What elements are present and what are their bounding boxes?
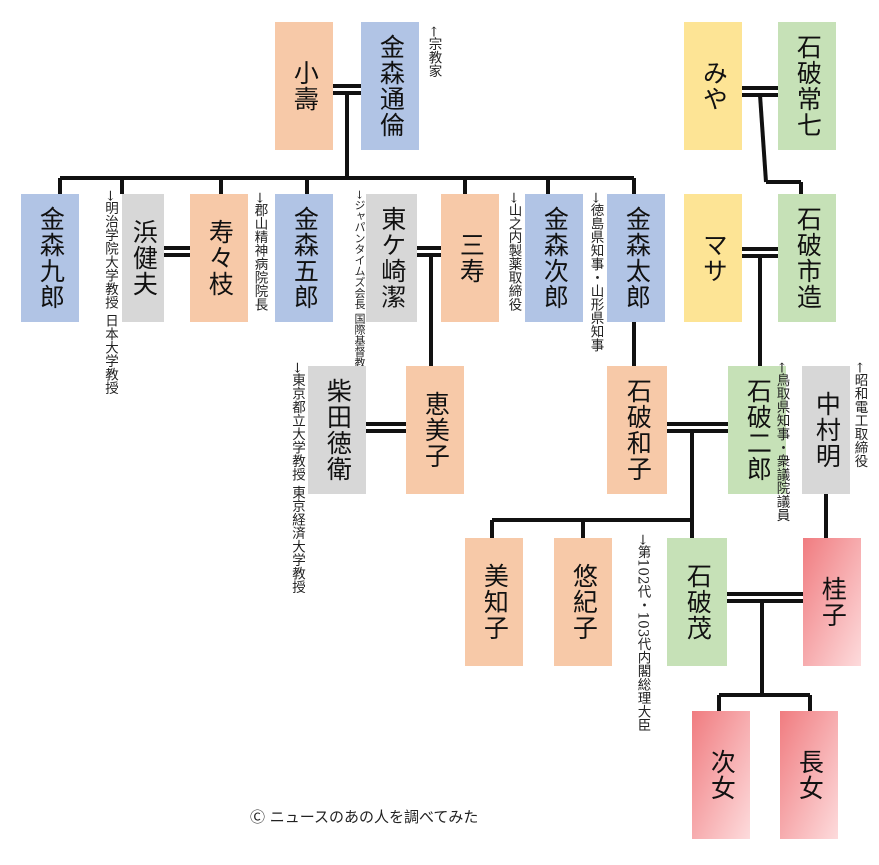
person-kotobuki: 小壽	[275, 22, 333, 150]
note-shibata: →東京都立大学教授 東京経済大学教授	[258, 362, 305, 594]
person-ishiba-ichizo: 石破市造	[778, 194, 836, 322]
note-nakamura: ←昭和電工取締役	[851, 362, 868, 468]
note-jiro-kanamori: →山之内製薬取締役	[505, 192, 522, 312]
note-hama-2: 日本大学教授	[102, 313, 118, 395]
person-ishiba-jiro: 石破二郎	[728, 366, 786, 494]
person-jujueda: 寿々枝	[190, 194, 248, 322]
note-shigeru: →第102代・103代内閣総理大臣	[634, 534, 651, 732]
person-mikotobuki: 三寿	[441, 194, 499, 322]
person-jijo: 次女	[692, 711, 750, 839]
person-kanamori-goro: 金森五郎	[275, 194, 333, 322]
note-taro-kanamori: →徳島県知事・山形県知事	[587, 192, 604, 352]
copyright-footer: Ⓒ ニュースのあの人を調べてみた	[250, 808, 479, 826]
person-ishiba-shigeru: 石破茂	[667, 538, 727, 666]
person-keiko: 桂子	[803, 538, 861, 666]
person-michiko: 美知子	[465, 538, 523, 666]
person-kanamori-kuro: 金森九郎	[21, 194, 79, 322]
note-shibata-1: →東京都立大学教授	[289, 362, 305, 482]
note-hama: →明治学院大学教授 日本大学教授	[83, 190, 118, 395]
person-emiko: 恵美子	[406, 366, 464, 494]
person-higashi-kesaki-kiyoshi: 東ケ崎潔	[366, 194, 417, 322]
person-masa: マサ	[684, 194, 742, 322]
note-goro: →郡山精神病院院長	[251, 192, 268, 312]
note-jiro-ishiba: ←鳥取県知事・衆議院議員	[773, 362, 790, 522]
person-chojo: 長女	[780, 711, 838, 839]
person-nakamura-akira: 中村明	[802, 366, 850, 494]
note-higashi-1: →ジャパンタイムズ会長	[353, 190, 366, 310]
person-miya: みや	[684, 22, 742, 150]
person-shibata-tokue: 柴田徳衛	[308, 366, 366, 494]
person-yukiko: 悠紀子	[554, 538, 612, 666]
note-hama-1: →明治学院大学教授	[102, 190, 118, 310]
note-michitomo: ←宗教家	[425, 26, 442, 78]
person-hama-takeo: 浜健夫	[122, 194, 164, 322]
note-shibata-2: 東京経済大学教授	[289, 485, 305, 594]
person-kanamori-jiro: 金森次郎	[525, 194, 583, 322]
person-kanamori-michitomo: 金森通倫	[361, 22, 419, 150]
person-ishiba-tsuneshichi: 石破常七	[778, 22, 836, 150]
person-kanamori-taro: 金森太郎	[607, 194, 665, 322]
person-ishiba-kazuko: 石破和子	[607, 366, 667, 494]
